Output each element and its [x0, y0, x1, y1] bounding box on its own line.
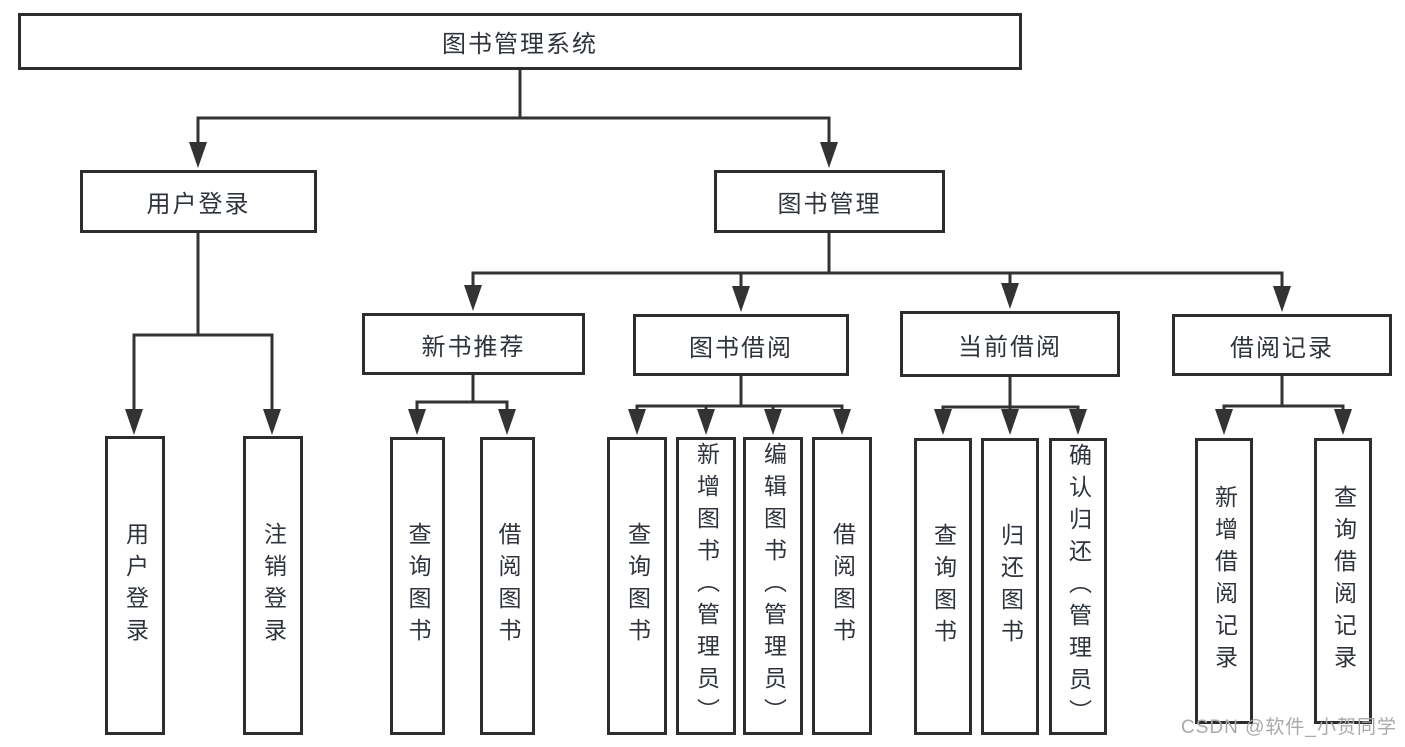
leaf-query-borrow-record: 查询借阅记录	[1314, 438, 1372, 724]
node-new-book-recommendation: 新书推荐	[362, 313, 585, 375]
leaf-confirm-return-admin: 确认归还（管理员）	[1049, 438, 1107, 735]
leaf-logout: 注销登录	[243, 436, 303, 735]
leaf-borrow-books-borrowing: 借阅图书	[812, 437, 872, 735]
arrowhead	[498, 409, 516, 435]
node-current-borrowing: 当前借阅	[900, 311, 1120, 377]
arrowhead	[1334, 409, 1352, 435]
arrowhead	[263, 409, 281, 435]
node-borrowing-records: 借阅记录	[1172, 314, 1392, 376]
leaf-add-books-admin: 新增图书（管理员）	[676, 437, 736, 735]
arrowhead	[408, 409, 426, 435]
leaf-query-books-current: 查询图书	[914, 438, 972, 735]
arrowhead	[189, 142, 207, 168]
arrowhead	[1069, 409, 1087, 435]
leaf-add-borrow-record: 新增借阅记录	[1195, 438, 1253, 724]
leaf-return-books: 归还图书	[981, 438, 1039, 735]
csdn-watermark: CSDN @软件_小贺同学	[1181, 717, 1397, 738]
arrowhead	[464, 285, 482, 311]
leaf-borrow-books-recommendation: 借阅图书	[480, 437, 535, 735]
node-book-management: 图书管理	[714, 170, 945, 233]
arrowhead-group	[125, 142, 1352, 435]
arrowhead	[764, 409, 782, 435]
node-user-login: 用户登录	[80, 170, 317, 233]
node-book-borrowing: 图书借阅	[633, 314, 849, 376]
arrowhead	[628, 409, 646, 435]
node-library-management-system: 图书管理系统	[18, 13, 1022, 70]
leaf-user-login: 用户登录	[105, 436, 165, 735]
arrowhead	[1001, 283, 1019, 309]
arrowhead	[125, 409, 143, 435]
arrowhead	[934, 409, 952, 435]
arrowhead	[820, 142, 838, 168]
arrowhead	[1001, 409, 1019, 435]
arrowhead	[697, 409, 715, 435]
leaf-edit-books-admin: 编辑图书（管理员）	[743, 437, 803, 735]
arrowhead	[1215, 409, 1233, 435]
leaf-query-books-borrowing: 查询图书	[607, 437, 667, 735]
arrowhead	[732, 286, 750, 312]
arrowhead	[833, 409, 851, 435]
leaf-query-books-recommendation: 查询图书	[390, 437, 445, 735]
arrowhead	[1273, 286, 1291, 312]
